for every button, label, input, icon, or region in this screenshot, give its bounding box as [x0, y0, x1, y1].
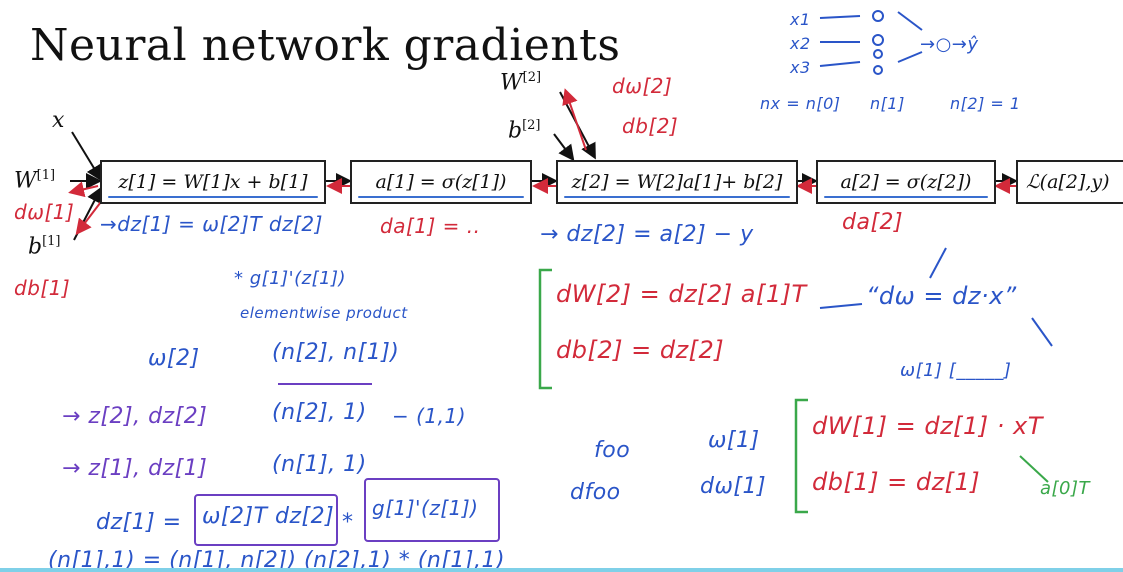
dw2-back-arrow — [562, 88, 587, 151]
note-dz2: → dz[2] = a[2] − y — [540, 222, 754, 247]
box-loss: ℒ(a[2],y) — [1016, 160, 1123, 204]
note-da1: da[1] = .. — [380, 214, 481, 238]
eq-dw-dz-x: “dω = dz·x” — [866, 282, 1017, 310]
x-pointer-arrow — [1031, 317, 1053, 347]
box-a2: a[2] = σ(z[2]) — [816, 160, 996, 204]
video-progress-strip — [0, 568, 1123, 572]
slide-title: Neural network gradients — [30, 20, 621, 71]
label-W1: ω[1] — [708, 428, 760, 453]
w-bracket: ω[1] [_____] — [900, 360, 1012, 381]
eq-db1: db[1] = dz[1] — [812, 468, 981, 496]
dims-w2-shape: (n[2], n[1]) — [272, 340, 400, 365]
corner-x3: x3 — [790, 58, 811, 77]
corner-n2: n[2] = 1 — [950, 94, 1021, 113]
box-z2: z[2] = W[2]a[1]+ b[2] — [556, 160, 798, 204]
b2-to-z2-arrow — [553, 133, 575, 162]
corner-x1: x1 — [790, 10, 811, 29]
dims-z1-shape: (n[1], 1) — [272, 452, 367, 477]
dw-pointer-arrow — [929, 247, 947, 279]
eq-dW2: dW[2] = dz[2] a[1]T — [556, 280, 807, 308]
dz1-full-term2: g[1]'(z[1]) — [372, 496, 479, 520]
x-to-z1-arrow — [71, 131, 103, 182]
note-dz1: →dz[1] = ω[2]T dz[2] — [100, 212, 323, 236]
box-z1: z[1] = W[1]x + b[1] — [100, 160, 326, 204]
label-foo: foo — [594, 438, 631, 463]
eq-dW1: dW[1] = dz[1] · xT — [812, 412, 1043, 440]
label-db1: db[1] — [14, 276, 71, 300]
input-W2: W[2] — [500, 70, 542, 96]
dims-z2-shape: (n[2], 1) — [272, 400, 367, 425]
label-db2: db[2] — [622, 114, 679, 138]
box-a1: a[1] = σ(z[1]) — [350, 160, 532, 204]
note-gprime: * g[1]'(z[1]) — [234, 268, 347, 289]
note-da2: da[2] — [842, 210, 904, 235]
dw-eq-arrow — [819, 303, 863, 309]
input-x: x — [52, 108, 65, 133]
corner-x2: x2 — [790, 34, 811, 53]
label-dw1: dω[1] — [14, 200, 75, 224]
green-bracket-layer1 — [794, 398, 808, 514]
input-b2: b[2] — [508, 118, 541, 144]
input-b1: b[1] — [28, 234, 61, 260]
corner-nx: nx = n[0] — [760, 94, 841, 113]
label-dW1: dω[1] — [700, 474, 767, 499]
label-a0T: a[0]T — [1040, 478, 1091, 499]
a0T-arrow — [1019, 455, 1049, 483]
dims-one-one: − (1,1) — [392, 404, 467, 428]
dw1-back-arrow — [68, 181, 99, 198]
dz1-full-lhs: dz[1] = — [96, 510, 182, 535]
label-dw2: dω[2] — [612, 74, 673, 98]
input-W1: W[1] — [14, 168, 56, 194]
line-z2-dz2: → z[2], dz[2] — [62, 404, 208, 429]
dims-w2: ω[2] — [148, 346, 200, 371]
purple-box-term1 — [194, 494, 338, 546]
eq-db2: db[2] = dz[2] — [556, 336, 725, 364]
purple-box-term2 — [364, 478, 500, 542]
green-bracket-layer2 — [538, 268, 552, 390]
label-dfoo: dfoo — [570, 480, 621, 505]
note-elementwise: elementwise product — [240, 304, 408, 322]
corner-yhat: →○→ŷ — [920, 34, 979, 55]
dz1-full-term1: ω[2]T dz[2] — [202, 504, 335, 529]
line-z1-dz1: → z[1], dz[1] — [62, 456, 208, 481]
corner-n1: n[1] — [870, 94, 905, 113]
dz1-full-star: * — [342, 510, 354, 535]
